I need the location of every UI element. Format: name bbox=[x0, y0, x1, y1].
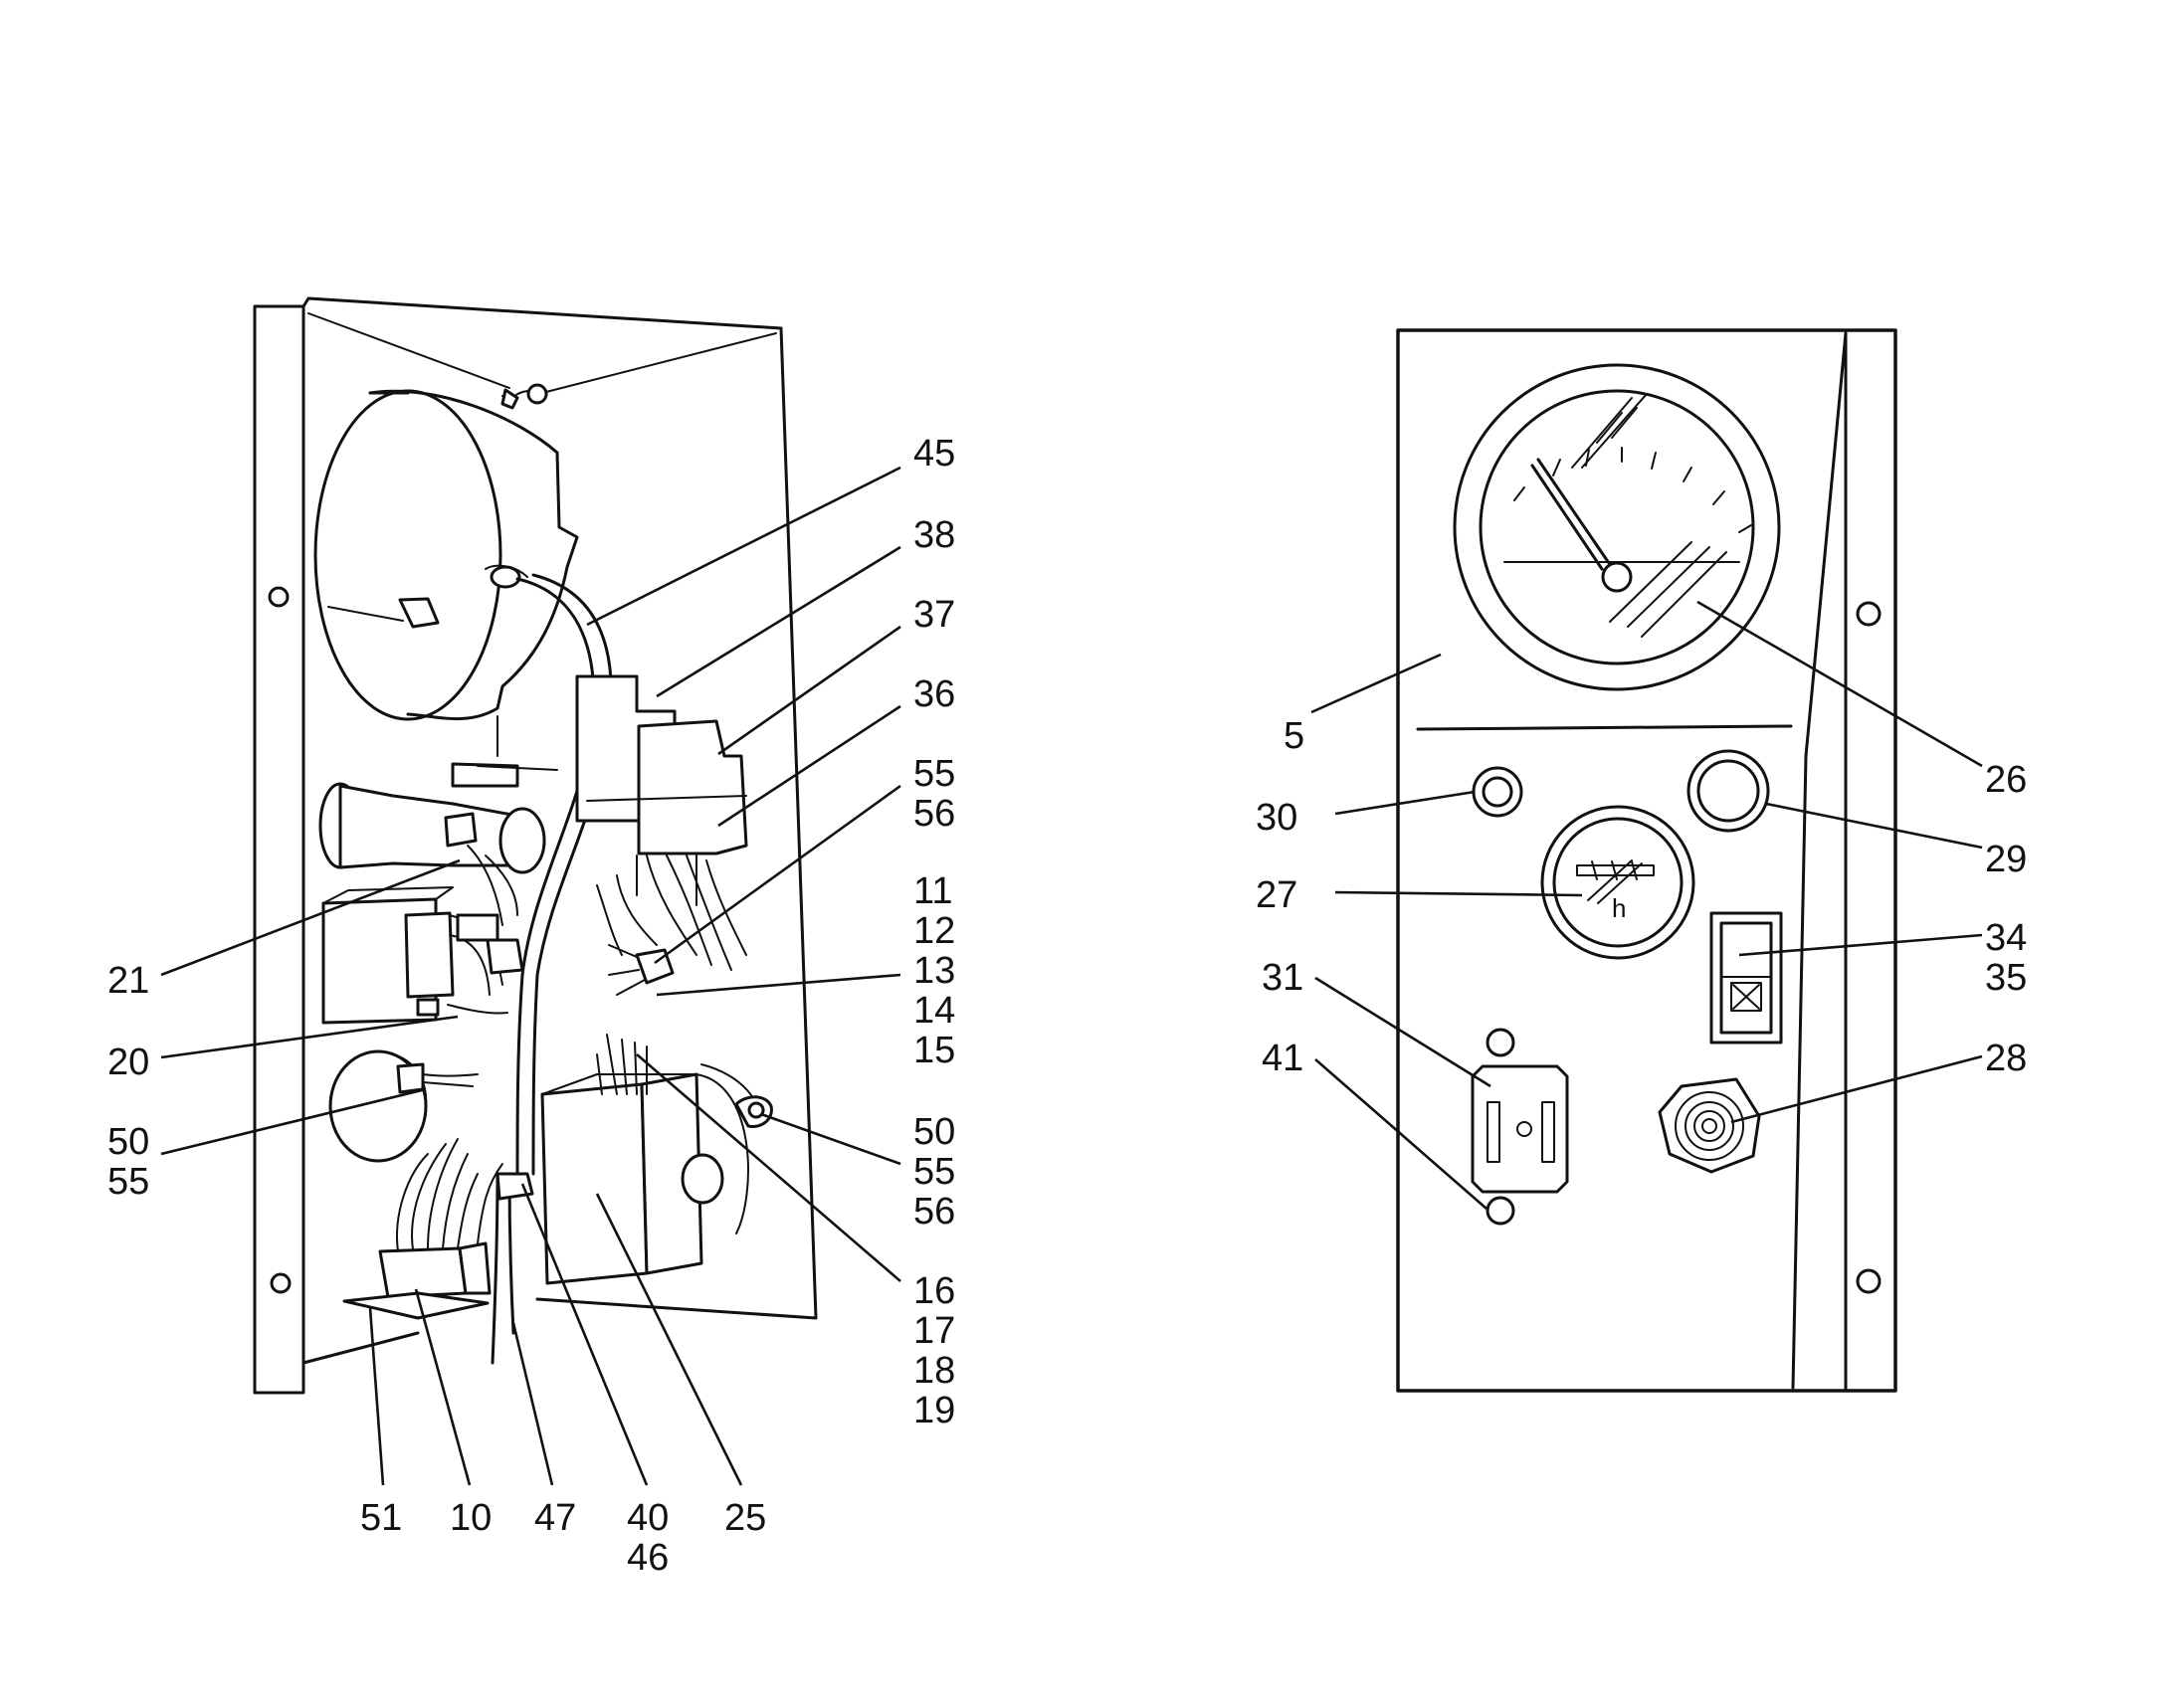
mounting-hole bbox=[1856, 601, 1882, 627]
rear-panel-frame bbox=[253, 296, 818, 1395]
callout-13: 13 bbox=[913, 950, 955, 992]
callout-27: 27 bbox=[1256, 874, 1297, 916]
callout-56: 56 bbox=[913, 1191, 955, 1233]
callout-40: 40 bbox=[627, 1497, 669, 1539]
callout-56: 56 bbox=[913, 793, 955, 835]
gauge-mounting-clip bbox=[500, 388, 519, 410]
fuse-holder bbox=[1471, 1028, 1569, 1226]
callout-10: 10 bbox=[450, 1497, 492, 1539]
callout-21: 21 bbox=[107, 960, 149, 1002]
callout-31: 31 bbox=[1262, 957, 1303, 999]
relay-unit bbox=[321, 886, 524, 1025]
front-panel-leaders bbox=[1310, 600, 1983, 1210]
callout-19: 19 bbox=[913, 1390, 955, 1431]
relay-block bbox=[575, 674, 748, 906]
callout-29: 29 bbox=[1985, 839, 2027, 880]
mounting-hole bbox=[268, 586, 290, 608]
callout-17: 17 bbox=[913, 1310, 955, 1352]
front-panel-frame bbox=[1396, 328, 1897, 1393]
callout-12: 12 bbox=[913, 910, 955, 952]
gauge-mounting-screw bbox=[526, 383, 548, 405]
callout-37: 37 bbox=[913, 594, 955, 636]
callout-11: 11 bbox=[913, 870, 952, 912]
front-panel-callouts: 5 26 30 29 27 34 35 31 41 28 bbox=[1256, 715, 2027, 1079]
callout-34: 34 bbox=[1985, 917, 2027, 959]
callout-28: 28 bbox=[1985, 1038, 2027, 1079]
indicator-lamp-large bbox=[1686, 749, 1770, 833]
gauge-housing-rear bbox=[313, 383, 579, 757]
round-component bbox=[328, 1049, 479, 1163]
lower-hose bbox=[491, 1172, 534, 1365]
terminal-block bbox=[540, 1034, 773, 1285]
callout-35: 35 bbox=[1985, 957, 2027, 999]
callout-30: 30 bbox=[1256, 797, 1297, 839]
rear-panel-leaders bbox=[160, 466, 901, 1486]
callout-50: 50 bbox=[913, 1111, 955, 1153]
callout-50: 50 bbox=[107, 1121, 149, 1163]
callout-55: 55 bbox=[913, 1151, 955, 1193]
bottom-connector bbox=[342, 1138, 503, 1320]
callout-20: 20 bbox=[107, 1042, 149, 1083]
indicator-lamp-small bbox=[1472, 766, 1523, 818]
capillary-tube bbox=[515, 573, 613, 1176]
gauge-mounting-clip bbox=[398, 597, 440, 629]
wire-connector bbox=[635, 948, 675, 985]
callout-26: 26 bbox=[1985, 759, 2027, 801]
callout-36: 36 bbox=[913, 673, 955, 715]
mounting-hole bbox=[270, 1272, 292, 1294]
callout-46: 46 bbox=[627, 1537, 669, 1579]
rear-panel-view bbox=[160, 296, 901, 1486]
callout-15: 15 bbox=[913, 1030, 955, 1071]
callout-18: 18 bbox=[913, 1350, 955, 1392]
push-button bbox=[1658, 1077, 1761, 1174]
callout-14: 14 bbox=[913, 990, 955, 1032]
callout-38: 38 bbox=[913, 514, 955, 556]
callout-16: 16 bbox=[913, 1270, 955, 1312]
callout-55: 55 bbox=[107, 1161, 149, 1203]
switch-body bbox=[318, 762, 558, 926]
wire-bundle bbox=[596, 854, 747, 996]
callout-41: 41 bbox=[1262, 1038, 1303, 1079]
callout-55: 55 bbox=[913, 753, 955, 795]
mounting-hole bbox=[1856, 1268, 1882, 1294]
hour-meter: h bbox=[1540, 805, 1695, 960]
callout-45: 45 bbox=[913, 433, 955, 474]
hour-meter-unit: h bbox=[1612, 893, 1626, 923]
rocker-switch bbox=[1709, 911, 1783, 1044]
callout-5: 5 bbox=[1284, 715, 1304, 757]
callout-51: 51 bbox=[360, 1497, 402, 1539]
front-panel-view: h bbox=[1310, 328, 1983, 1393]
main-gauge bbox=[1453, 363, 1781, 691]
rear-panel-callouts: 45 38 37 36 55 56 11 12 13 14 15 21 20 5… bbox=[107, 433, 955, 1579]
callout-47: 47 bbox=[534, 1497, 576, 1539]
callout-25: 25 bbox=[724, 1497, 766, 1539]
